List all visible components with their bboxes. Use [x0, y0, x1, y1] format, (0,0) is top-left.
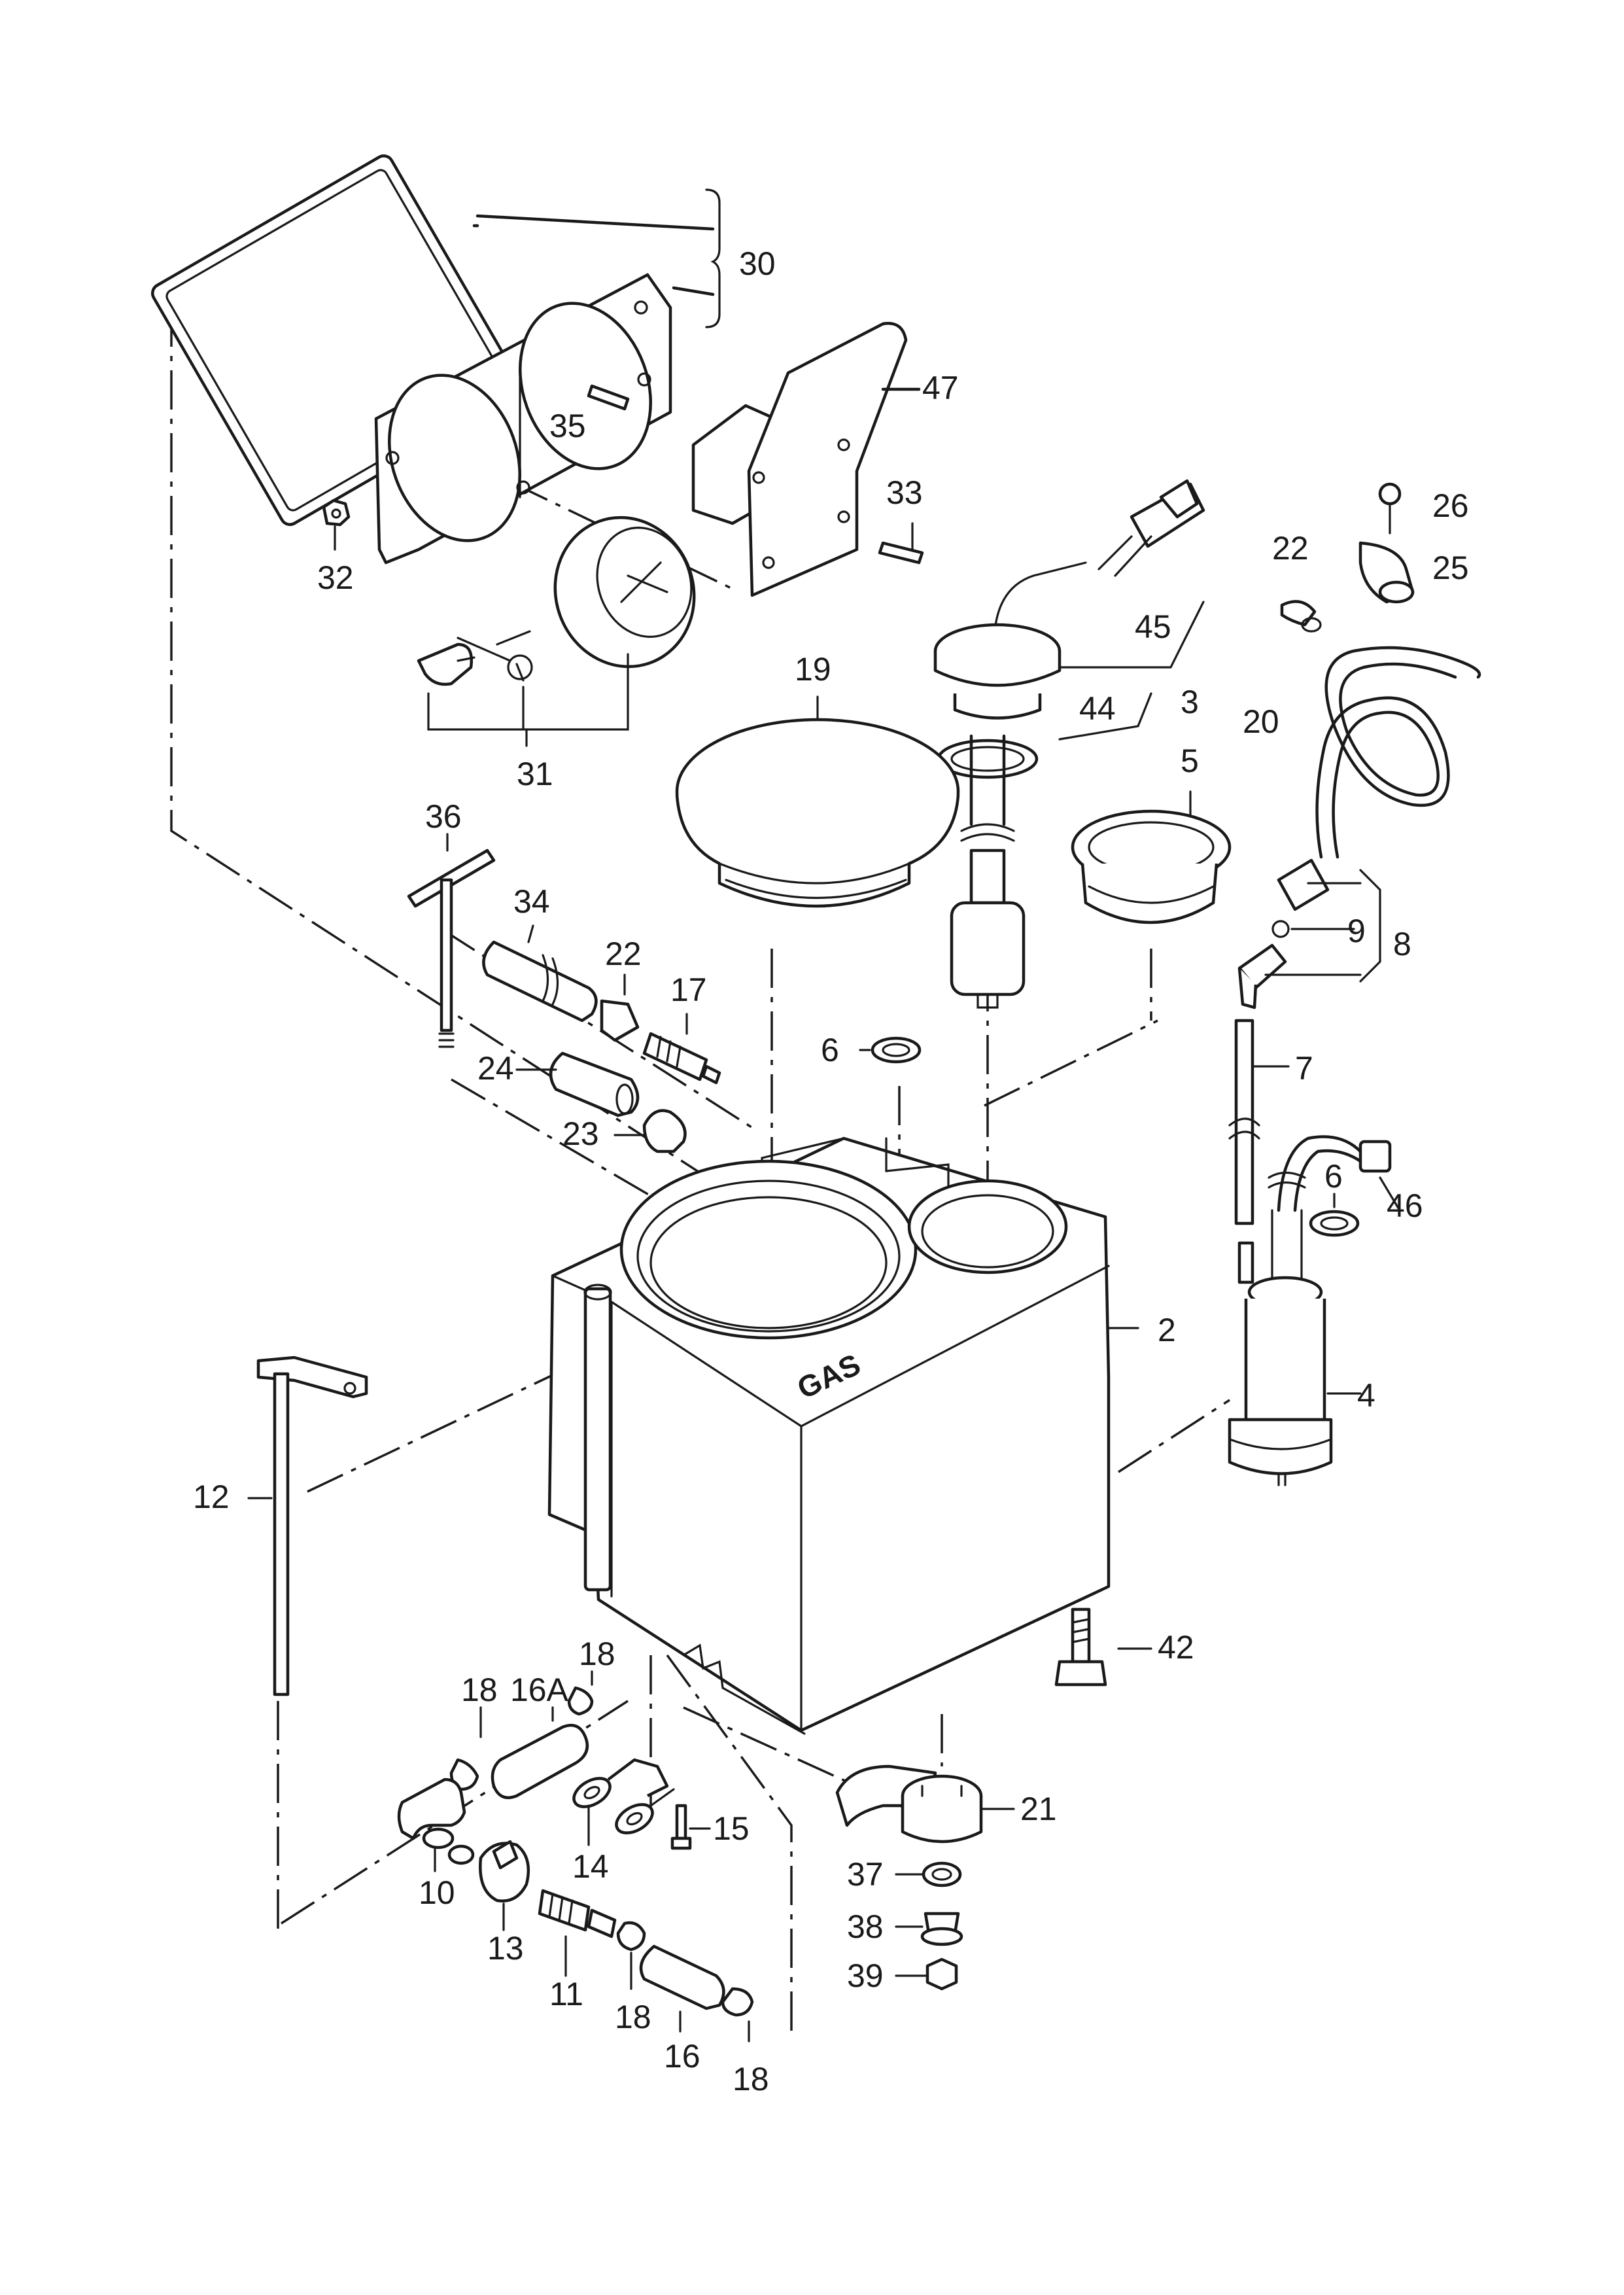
plate-opening-left [388, 374, 521, 542]
drain-assembly-21 [835, 1764, 1015, 1991]
label-39: 39 [847, 1957, 884, 1994]
washer-37 [922, 1861, 962, 1887]
filler-neck [583, 1287, 612, 1592]
label-45: 45 [1135, 608, 1171, 645]
label-14: 14 [572, 1848, 609, 1885]
fuel-tank-2 [547, 1136, 1139, 1735]
cap-5 [1071, 790, 1232, 924]
label-15: 15 [713, 1810, 750, 1847]
label-5: 5 [1181, 743, 1199, 779]
mounting-panel-assembly [151, 154, 721, 565]
label-32: 32 [317, 559, 354, 596]
label-21: 21 [1020, 1791, 1057, 1827]
screw-35 [587, 384, 630, 411]
label-42: 42 [1158, 1629, 1194, 1666]
lower-hose-assembly [397, 1670, 754, 2042]
label-35: 35 [549, 408, 586, 444]
label-44: 44 [1079, 690, 1116, 727]
label-16A: 16A [510, 1672, 569, 1708]
label-10: 10 [419, 1874, 455, 1911]
label-47: 47 [922, 370, 959, 406]
label-34: 34 [513, 883, 550, 920]
label-6-left: 6 [821, 1032, 839, 1068]
plate-opening-right [519, 302, 652, 470]
label-22-upper: 22 [1272, 530, 1309, 567]
label-18-b: 18 [461, 1672, 498, 1708]
fuel-sender-3 [933, 479, 1205, 1009]
float [950, 901, 1026, 996]
label-18-a: 18 [579, 1636, 615, 1672]
label-25: 25 [1432, 550, 1469, 586]
bracket-14-screw-15 [572, 1758, 711, 1850]
lock-cap-31 [417, 516, 696, 747]
hose-34-fittings [482, 924, 721, 1085]
label-37: 37 [847, 1856, 884, 1893]
tank-lid-19 [675, 695, 960, 908]
label-19: 19 [795, 651, 831, 688]
label-33: 33 [886, 474, 923, 511]
label-6-right: 6 [1324, 1158, 1343, 1195]
callout-labels: 30 47 35 33 32 31 26 25 22 45 44 3 20 19… [193, 245, 1469, 2097]
tool-36 [407, 833, 496, 1048]
label-17: 17 [670, 972, 707, 1008]
label-2: 2 [1158, 1312, 1176, 1348]
fuel-line-coil-20 [1237, 646, 1481, 1009]
label-4: 4 [1357, 1377, 1375, 1414]
label-46: 46 [1387, 1187, 1423, 1224]
label-13: 13 [487, 1930, 524, 1967]
nut-32 [322, 499, 351, 551]
screw-33 [878, 522, 924, 565]
label-11: 11 [549, 1976, 583, 2012]
label-30: 30 [739, 245, 776, 282]
label-12: 12 [193, 1479, 230, 1515]
rod-12 [247, 1356, 368, 1696]
label-20: 20 [1243, 703, 1279, 740]
label-18-d: 18 [733, 2061, 769, 2097]
label-23: 23 [562, 1115, 599, 1152]
label-9: 9 [1347, 913, 1366, 949]
label-38: 38 [847, 1908, 884, 1945]
fuel-pump-4 [1228, 1019, 1401, 1486]
label-16: 16 [664, 2038, 700, 2075]
label-36: 36 [425, 798, 462, 835]
label-8: 8 [1393, 926, 1411, 962]
label-3: 3 [1181, 684, 1199, 720]
label-31: 31 [517, 756, 553, 792]
clamp-26-25-22 [1280, 482, 1415, 633]
label-26: 26 [1432, 487, 1469, 524]
label-24: 24 [477, 1050, 514, 1087]
label-18-c: 18 [615, 1999, 651, 2035]
label-22-lower: 22 [605, 936, 642, 972]
washer-6-right [1309, 1193, 1360, 1237]
filler-flap-47 [691, 322, 921, 597]
bolt-42 [1054, 1607, 1152, 1687]
label-7: 7 [1295, 1050, 1313, 1087]
hose-24-clamp-23 [515, 1051, 687, 1153]
